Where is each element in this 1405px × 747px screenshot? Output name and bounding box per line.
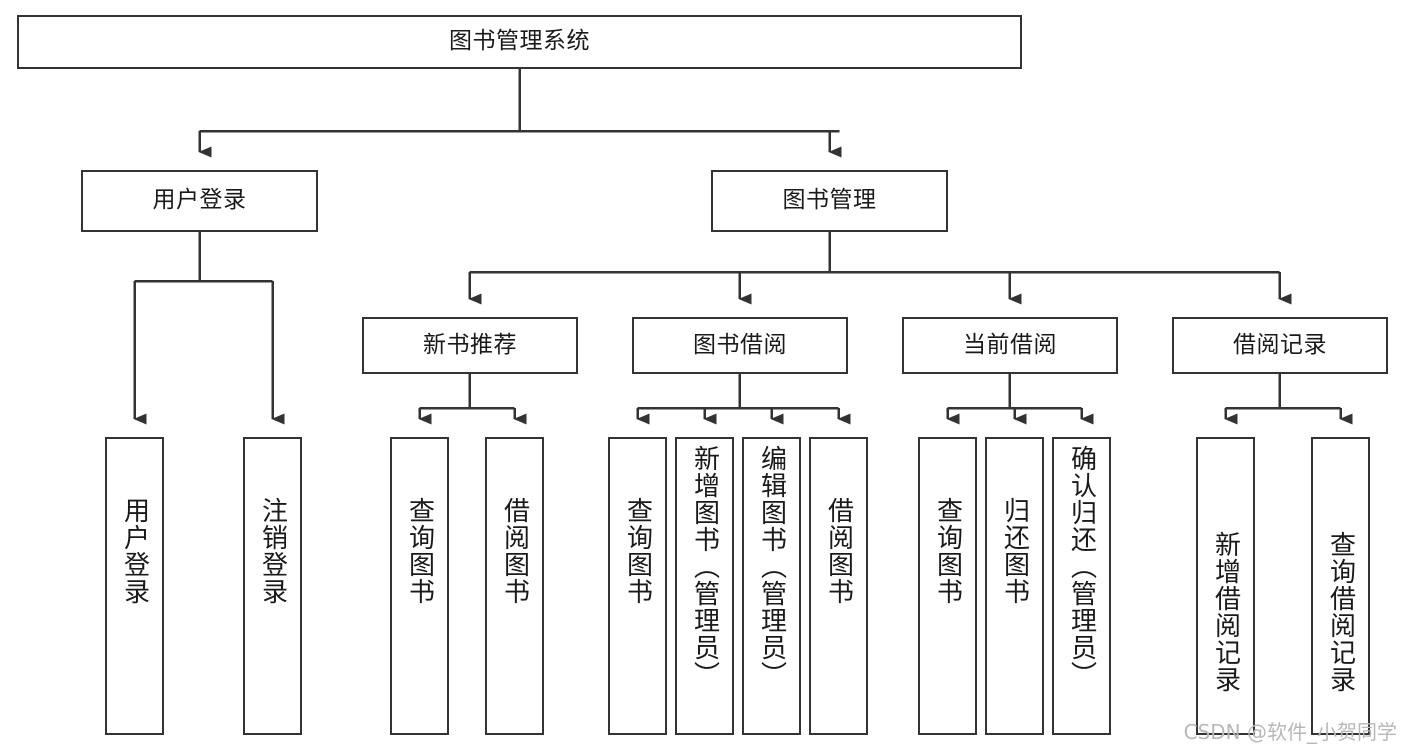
node-borrow-record[interactable]: 借阅记录: [1172, 317, 1388, 374]
node-leaf-query-book-3[interactable]: 查询图书: [918, 437, 977, 735]
node-leaf-query-borrow-record[interactable]: 查询借阅记录: [1311, 437, 1370, 735]
node-leaf-borrow-book-1[interactable]: 借阅图书: [485, 437, 544, 735]
node-user-login-label: 用户登录: [152, 187, 247, 214]
node-leaf-user-login-label: 用户登录: [119, 497, 150, 605]
node-book-borrow-label: 图书借阅: [693, 331, 787, 358]
node-leaf-query-book-3-label: 查询图书: [932, 497, 963, 605]
node-leaf-user-logout[interactable]: 注销登录: [243, 437, 302, 735]
node-leaf-edit-book-label: 编辑图书（管理员）: [756, 445, 787, 688]
node-leaf-borrow-book-2[interactable]: 借阅图书: [809, 437, 868, 735]
node-leaf-return-book[interactable]: 归还图书: [985, 437, 1044, 735]
node-leaf-add-borrow-record[interactable]: 新增借阅记录: [1196, 437, 1255, 735]
node-book-manage-label: 图书管理: [782, 187, 877, 214]
node-leaf-query-book-2-label: 查询图书: [622, 497, 653, 605]
node-leaf-borrow-book-2-label: 借阅图书: [823, 497, 854, 605]
node-leaf-add-book-label: 新增图书（管理员）: [689, 445, 720, 688]
node-leaf-user-login[interactable]: 用户登录: [105, 437, 164, 735]
watermark: CSDN @软件_小贺同学: [1183, 720, 1397, 744]
node-book-borrow[interactable]: 图书借阅: [632, 317, 848, 374]
node-current-borrow-label: 当前借阅: [963, 331, 1057, 358]
node-current-borrow[interactable]: 当前借阅: [902, 317, 1118, 374]
node-new-book-recommend-label: 新书推荐: [423, 331, 517, 358]
node-leaf-borrow-book-1-label: 借阅图书: [499, 497, 530, 605]
node-leaf-query-borrow-record-label: 查询借阅记录: [1325, 531, 1356, 693]
node-leaf-edit-book[interactable]: 编辑图书（管理员）: [742, 437, 801, 735]
node-leaf-user-logout-label: 注销登录: [257, 497, 288, 605]
node-leaf-query-book-1[interactable]: 查询图书: [390, 437, 449, 735]
node-user-login[interactable]: 用户登录: [81, 170, 318, 232]
node-leaf-query-book-1-label: 查询图书: [404, 497, 435, 605]
node-leaf-confirm-return[interactable]: 确认归还（管理员）: [1052, 437, 1111, 735]
node-book-manage[interactable]: 图书管理: [711, 170, 948, 232]
node-borrow-record-label: 借阅记录: [1233, 331, 1327, 358]
node-new-book-recommend[interactable]: 新书推荐: [362, 317, 578, 374]
node-leaf-confirm-return-label: 确认归还（管理员）: [1066, 445, 1097, 688]
node-root[interactable]: 图书管理系统: [17, 15, 1022, 69]
node-leaf-add-borrow-record-label: 新增借阅记录: [1210, 531, 1241, 693]
node-root-label: 图书管理系统: [449, 28, 590, 55]
node-leaf-add-book[interactable]: 新增图书（管理员）: [675, 437, 734, 735]
node-leaf-query-book-2[interactable]: 查询图书: [608, 437, 667, 735]
node-leaf-return-book-label: 归还图书: [999, 497, 1030, 605]
